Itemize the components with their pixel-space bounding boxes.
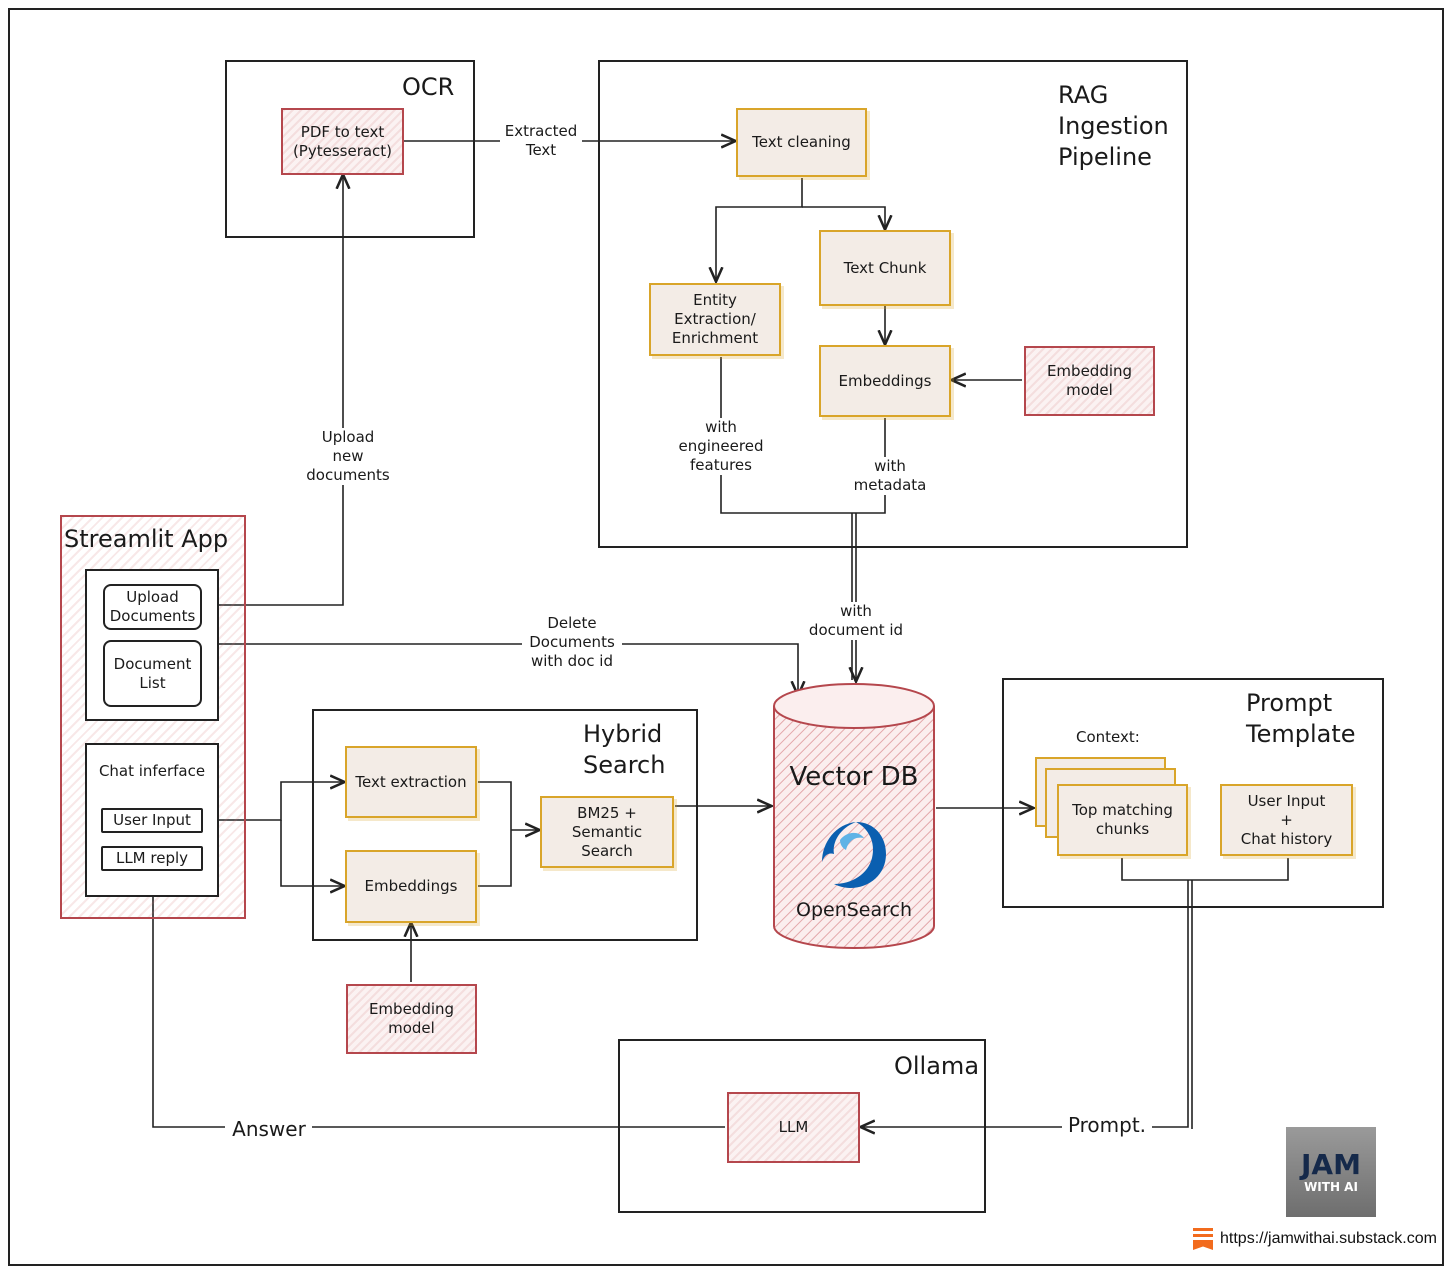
upload-documents-button[interactable]: Upload Documents — [103, 584, 202, 630]
prompt-template-title: Prompt Template — [1246, 689, 1356, 748]
prompt-label: Prompt. — [1062, 1113, 1152, 1137]
edge-chat-hybrid-b — [280, 820, 343, 886]
edge-te-bm25 — [478, 781, 512, 887]
upload-new-documents-label: Upload new documents — [300, 428, 396, 485]
vector-db-title: Vector DB — [789, 762, 919, 792]
logo-jam-text: JAM — [1301, 1148, 1361, 1181]
document-id-label: with document id — [806, 602, 906, 640]
vector-db-cylinder — [773, 683, 935, 949]
edge-clean-to-chunk — [802, 206, 885, 228]
jam-with-ai-logo: JAM WITH AI — [1286, 1127, 1376, 1217]
hybrid-embeddings-node: Embeddings — [345, 850, 477, 923]
edge-prompt-merge — [1121, 858, 1289, 881]
edge-embeddings-down — [854, 418, 886, 514]
rag-ingestion-title: RAG Ingestion Pipeline — [1058, 81, 1169, 171]
document-list[interactable]: Document List — [103, 640, 202, 707]
opensearch-brand: OpenSearch — [795, 899, 913, 921]
streamlit-app-title: Streamlit App — [64, 525, 229, 553]
text-cleaning-node: Text cleaning — [736, 108, 867, 177]
edge-delete — [219, 643, 798, 694]
edge-answer-reply — [153, 870, 225, 1128]
hybrid-search-box — [312, 709, 698, 941]
context-label: Context: — [1076, 728, 1140, 746]
bm25-semantic-node: BM25 + Semantic Search — [540, 796, 674, 868]
llm-reply-field: LLM reply — [101, 846, 203, 871]
rag-embedding-model-node: Embedding model — [1024, 346, 1155, 416]
chat-interface-label: Chat inferface — [98, 762, 206, 780]
extracted-text-label: Extracted Text — [500, 122, 582, 160]
edge-prompt-down — [1150, 880, 1189, 1128]
engineered-features-label: with engineered features — [672, 418, 770, 475]
rag-embeddings-node: Embeddings — [819, 345, 951, 417]
ollama-box — [618, 1039, 986, 1213]
hybrid-search-title: Hybrid Search — [583, 720, 666, 779]
user-input-field[interactable]: User Input — [101, 808, 203, 833]
delete-documents-label: Delete Documents with doc id — [522, 614, 622, 671]
ocr-title: OCR — [402, 73, 455, 101]
hybrid-embedding-model-node: Embedding model — [346, 984, 477, 1054]
user-input-chat-history-node: User Input + Chat history — [1220, 784, 1353, 856]
answer-label: Answer — [226, 1117, 312, 1141]
substack-icon — [1193, 1228, 1213, 1250]
diagram-frame — [8, 8, 1444, 1266]
ollama-title: Ollama — [894, 1052, 980, 1080]
top-matching-chunks-node: Top matching chunks — [1057, 784, 1188, 856]
edge-clean-split — [716, 178, 803, 280]
substack-url-link[interactable]: https://jamwithai.substack.com — [1220, 1230, 1437, 1247]
llm-node: LLM — [727, 1092, 860, 1163]
ocr-box — [225, 60, 475, 238]
rag-ingestion-box — [598, 60, 1188, 548]
prompt-template-box — [1002, 678, 1384, 908]
pdf-to-text-node: PDF to text (Pytesseract) — [281, 108, 404, 175]
metadata-label: with metadata — [848, 457, 932, 495]
logo-with-ai-text: WITH AI — [1304, 1180, 1358, 1194]
text-chunk-node: Text Chunk — [819, 230, 951, 306]
edge-upload-ocr — [219, 176, 343, 606]
text-extraction-node: Text extraction — [345, 746, 477, 818]
entity-extraction-node: Entity Extraction/ Enrichment — [649, 283, 781, 356]
opensearch-logo-icon — [822, 822, 886, 888]
edge-entity-down — [720, 357, 854, 514]
